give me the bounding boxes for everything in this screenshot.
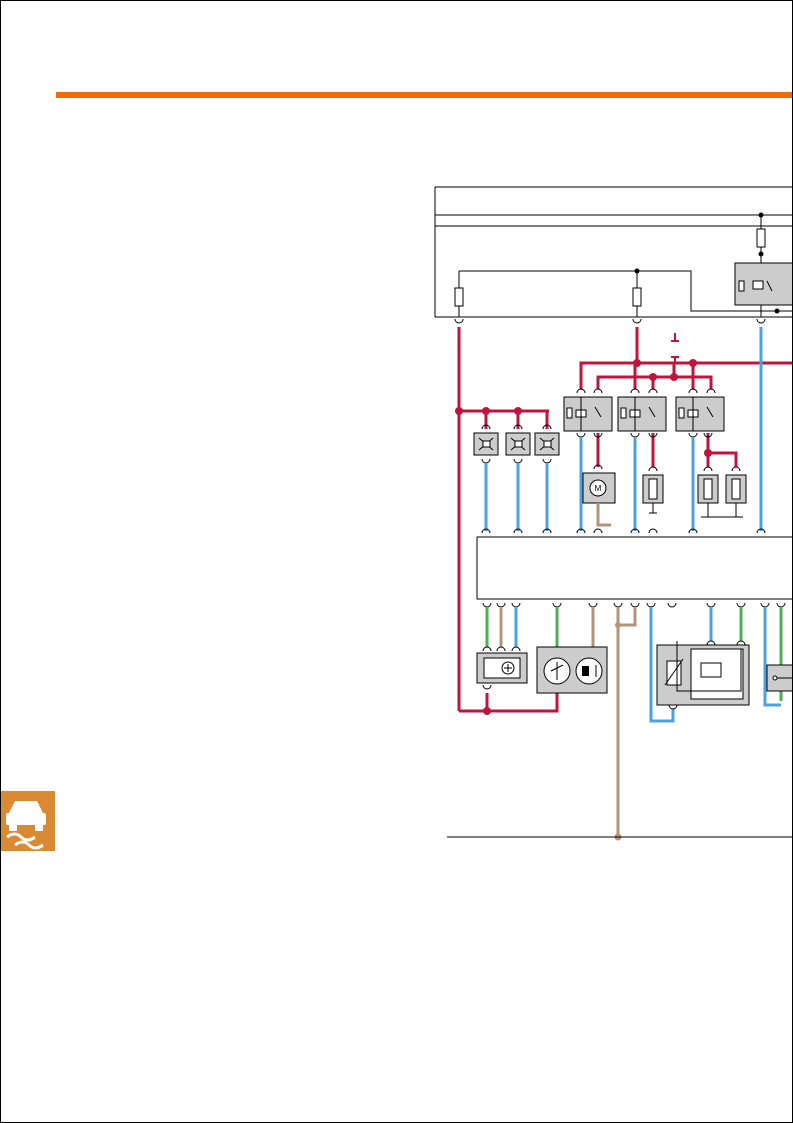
control-unit-pins-top <box>481 528 766 534</box>
heater-element <box>697 474 719 517</box>
skidding-car-icon <box>1 791 55 851</box>
relay <box>734 262 792 306</box>
connector-pins <box>454 318 766 324</box>
wheel-speed-sensor <box>476 652 528 684</box>
fuse <box>454 287 464 307</box>
relay <box>617 396 667 432</box>
power-junctions <box>455 359 712 715</box>
header-bar <box>56 92 792 98</box>
heater-element <box>642 474 664 514</box>
control-unit <box>476 536 792 600</box>
signal-wires <box>484 327 763 531</box>
solenoid-valve <box>505 432 531 456</box>
ground-wire <box>596 503 611 527</box>
solenoid-valve <box>534 432 560 456</box>
brown-wires <box>499 607 637 837</box>
fuse <box>632 287 642 307</box>
pressure-sensor <box>656 641 750 706</box>
relay <box>675 396 725 432</box>
relay <box>563 396 613 432</box>
motor: M <box>582 472 616 504</box>
ground-symbol <box>671 333 679 363</box>
motor-label: M <box>595 484 602 493</box>
control-unit-pins-bottom <box>482 602 786 608</box>
fuse-box-junctions <box>634 212 780 314</box>
blue-wires-lower <box>514 607 781 723</box>
fuse-box <box>434 186 792 318</box>
gauge-cluster <box>536 646 608 694</box>
heater-element <box>701 474 747 518</box>
fuse <box>756 228 766 248</box>
solenoid-valve <box>473 432 499 456</box>
switch <box>766 664 792 692</box>
